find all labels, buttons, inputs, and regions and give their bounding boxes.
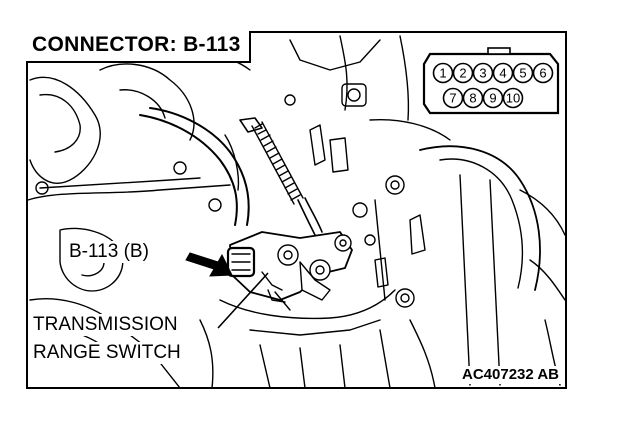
connector-pin-number: 9	[489, 91, 496, 106]
connector-pin-8	[462, 87, 484, 109]
connector-pin-7	[442, 87, 464, 109]
connector-pin-number: 2	[459, 66, 466, 81]
connector-pin-3	[472, 62, 494, 84]
connector-pointer-arrow	[185, 252, 233, 277]
connector-pin-number: 1	[439, 66, 446, 81]
connector-pin-number: 4	[499, 66, 506, 81]
connector-pin-number: 8	[469, 91, 476, 106]
connector-pin-number: 10	[506, 91, 520, 106]
component-label-line1: TRANSMISSION	[30, 314, 181, 336]
component-label-line2: RANGE SWITCH	[30, 342, 184, 364]
range-switch-leader-line	[217, 272, 269, 329]
connector-pin-number: 6	[539, 66, 546, 81]
connector-pin-number: 7	[449, 91, 456, 106]
connector-title: CONNECTOR: B-113	[26, 31, 251, 63]
connector-pin-number: 5	[519, 66, 526, 81]
connector-pin-9	[482, 87, 504, 109]
connector-pin-number: 3	[479, 66, 486, 81]
connector-pin-4	[492, 62, 514, 84]
connector-pin-5	[512, 62, 534, 84]
connector-pin-10	[502, 87, 524, 109]
connector-pin-6	[532, 62, 554, 84]
connector-callout-label: B-113 (B)	[66, 241, 152, 263]
connector-pin-2	[452, 62, 474, 84]
connector-pin-1	[432, 62, 454, 84]
figure-code: AC407232 AB	[459, 366, 562, 384]
